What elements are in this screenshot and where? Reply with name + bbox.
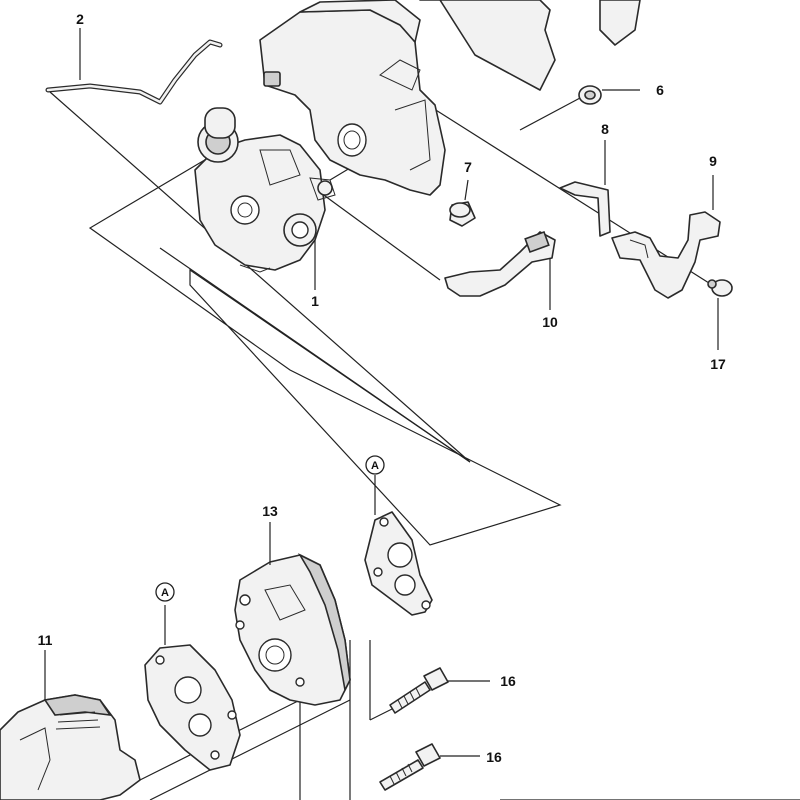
part-8-spring xyxy=(559,140,611,237)
reference-marker-a-upper: A xyxy=(365,455,385,475)
part-7-sleeve xyxy=(449,179,476,227)
part-16-bolt-lower xyxy=(379,743,480,791)
callout-11: 11 xyxy=(38,632,53,648)
reference-marker-a-lower: A xyxy=(155,582,175,602)
part-10-link-arm xyxy=(444,230,556,310)
part-9-throttle-trigger xyxy=(611,175,721,299)
part-housing xyxy=(259,0,641,196)
callout-9: 9 xyxy=(709,153,717,169)
part-2-throttle-rod xyxy=(45,28,223,105)
callout-17: 17 xyxy=(710,356,726,372)
callout-6: 6 xyxy=(656,82,664,98)
callout-16-lower: 16 xyxy=(486,749,502,765)
part-1-carburetor xyxy=(194,107,336,290)
callout-16-upper: 16 xyxy=(500,673,516,689)
callout-1: 1 xyxy=(311,293,319,309)
part-11-filter-holder xyxy=(0,650,141,800)
callout-10: 10 xyxy=(542,314,558,330)
reference-label: A xyxy=(161,587,169,599)
part-gasket-upper xyxy=(364,475,433,616)
part-17-screw xyxy=(707,279,733,350)
part-16-bolt-upper xyxy=(389,667,490,714)
part-13-intake-adapter xyxy=(234,522,351,706)
part-6-bushing xyxy=(578,85,640,105)
reference-label: A xyxy=(371,460,379,472)
callout-8: 8 xyxy=(601,121,609,137)
part-gasket-lower xyxy=(144,605,241,771)
callout-13: 13 xyxy=(262,503,278,519)
callout-7: 7 xyxy=(464,159,472,175)
callout-2: 2 xyxy=(76,11,84,27)
callout-labels: 2 6 8 7 9 1 10 17 13 11 16 16 xyxy=(38,11,726,765)
assembly-lines xyxy=(49,91,800,800)
